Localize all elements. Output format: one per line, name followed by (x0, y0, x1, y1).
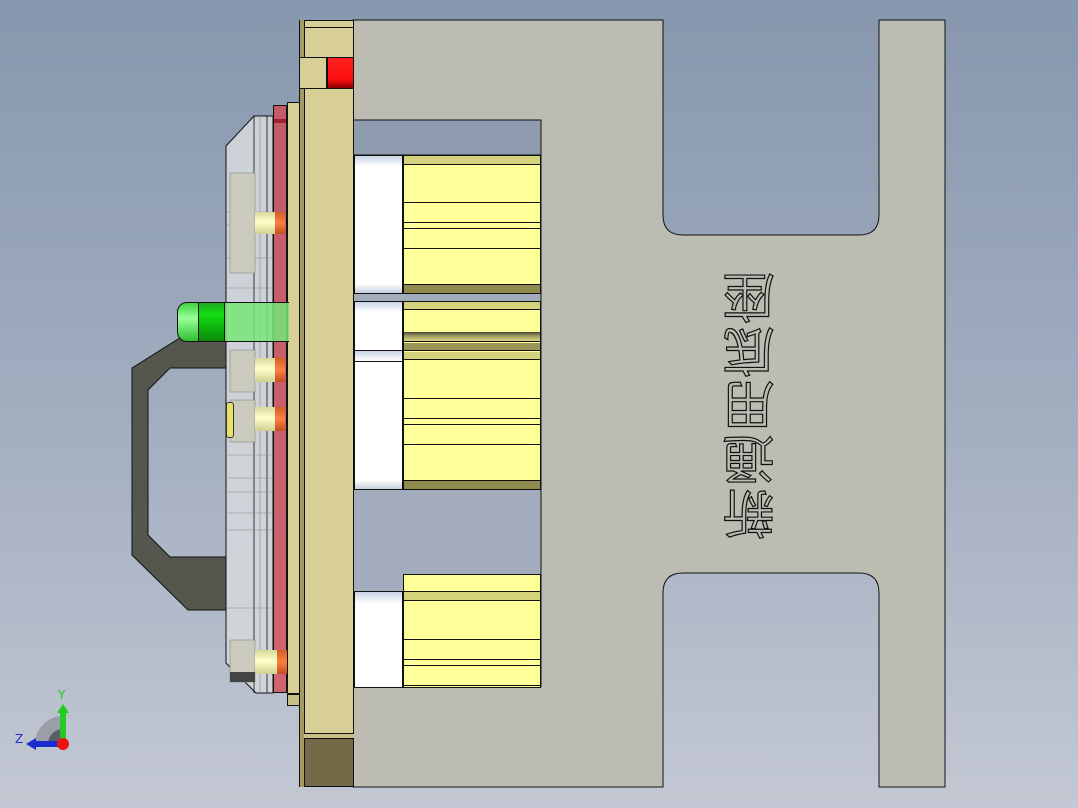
block-edge (404, 284, 540, 293)
block-line (404, 228, 540, 229)
block-line (404, 665, 540, 666)
inner-plate-strip (287, 102, 300, 694)
screw[interactable] (255, 212, 285, 234)
block-line (404, 639, 540, 640)
block-line (404, 222, 540, 223)
screw[interactable] (255, 358, 285, 382)
block-line (404, 444, 540, 445)
screw-tip (275, 212, 285, 234)
pin-body (198, 302, 225, 342)
white-spacer-block[interactable] (354, 155, 403, 294)
white-spacer-block[interactable] (354, 301, 403, 490)
yellow-block[interactable] (403, 591, 541, 688)
block-line (404, 685, 540, 686)
block-groove (404, 332, 540, 342)
green-locating-pin[interactable] (177, 302, 289, 342)
inner-plate-foot (287, 694, 300, 706)
plate-line (304, 27, 354, 28)
pin-shank (225, 302, 289, 342)
block-edge (404, 343, 540, 351)
red-marker-block[interactable] (327, 57, 354, 89)
block-edge (404, 592, 540, 601)
screw-head-small (226, 402, 234, 438)
block-line (404, 659, 540, 660)
block-line (404, 248, 540, 249)
screw-tip (275, 407, 285, 431)
plate-notch (299, 57, 327, 89)
screw[interactable] (255, 650, 287, 674)
plate-line (304, 733, 354, 739)
plate-edge (274, 119, 286, 123)
yellow-block[interactable] (403, 155, 541, 294)
white-spacer-block[interactable] (354, 591, 403, 688)
screw[interactable] (255, 407, 285, 431)
screw-tip (277, 650, 287, 674)
plate-front-face (304, 20, 354, 787)
block-line (404, 398, 540, 399)
block-edge (404, 480, 540, 489)
y-axis-label: Y (58, 688, 66, 702)
z-axis-label: Z (15, 732, 24, 746)
block-edge (355, 350, 402, 362)
block-line (404, 418, 540, 419)
yellow-block[interactable] (403, 301, 541, 490)
block-line (404, 202, 540, 203)
block-edge (404, 352, 540, 360)
block-line (404, 424, 540, 425)
block-edge (404, 156, 540, 165)
screw-tip (275, 358, 285, 382)
block-edge (404, 302, 540, 310)
plate-bottom-dark (304, 738, 354, 787)
